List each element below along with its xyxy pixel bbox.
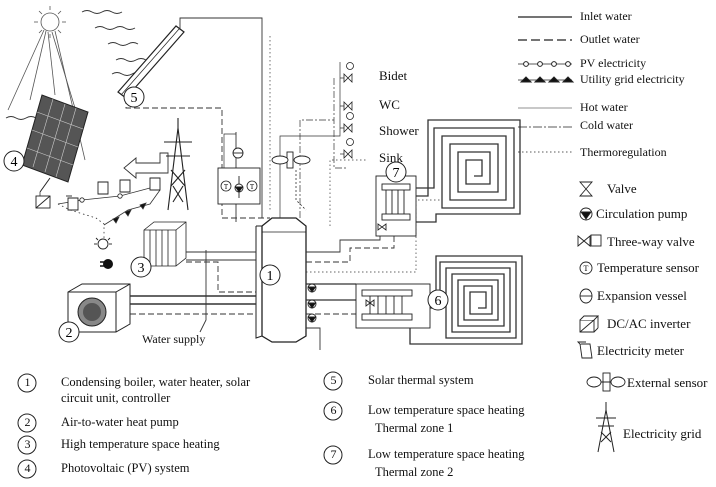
fixture-label-sink: Sink (379, 150, 403, 165)
condensing-boiler-unit (255, 217, 307, 343)
air-to-water-heat-pump (67, 283, 131, 333)
manifold-zone-2 (375, 175, 417, 237)
svg-text:T: T (250, 183, 255, 191)
expansion-vessel-icon (579, 288, 593, 304)
electricity-grid-tower (164, 118, 192, 211)
key-item-4: Photovoltaic (PV) system (61, 461, 190, 475)
solar-radiation (5, 10, 147, 120)
component-number-labels: 1 2 3 4 5 6 7 (11, 91, 442, 341)
electricity-grid-icon (596, 402, 616, 453)
svg-text:3: 3 (138, 261, 145, 276)
legend-outlet-water: Outlet water (580, 32, 640, 46)
legend-dc-ac-inverter: DC/AC inverter (607, 316, 691, 331)
svg-text:T: T (224, 183, 229, 191)
key-number-7: 7 (330, 447, 337, 461)
key-number-4: 4 (24, 461, 31, 475)
legend-temperature-sensor: Temperature sensor (597, 260, 699, 275)
temperature-sensors (220, 180, 258, 192)
fixture-valves (343, 62, 354, 159)
fixture-label-wc: WC (379, 97, 400, 112)
key-number-2: 2 (24, 415, 31, 429)
key-item-6-line1: Low temperature space heating (368, 403, 525, 417)
grid-electricity-wiring (103, 189, 161, 226)
key-item-6-line2: Thermal zone 1 (375, 421, 454, 435)
valve-icon (579, 181, 593, 197)
piping (125, 17, 440, 350)
solar-thermal-collector (117, 25, 185, 99)
dc-ac-inverter-icon (579, 315, 600, 333)
fixture-label-shower: Shower (379, 123, 419, 138)
legend-hot-water: Hot water (580, 100, 628, 114)
pv-panel (21, 94, 89, 193)
radiator (143, 221, 187, 267)
water-supply-label: Water supply (142, 332, 206, 346)
grid-export-arrow (123, 152, 169, 179)
legend-grid-electricity: Utility grid electricity (580, 72, 685, 86)
external-sensor-icon (586, 372, 626, 392)
legend-expansion-vessel: Expansion vessel (597, 288, 687, 303)
key-item-3: High temperature space heating (61, 437, 220, 451)
svg-text:7: 7 (393, 166, 400, 181)
key-number-3: 3 (24, 437, 31, 451)
key-item-1-line2: circuit unit, controller (61, 391, 171, 405)
key-number-markers (17, 371, 343, 479)
component-number-markers (3, 86, 449, 343)
light-bulb-icon (94, 237, 112, 250)
electricity-meter (66, 177, 161, 211)
underfloor-coil-zone-2 (416, 119, 521, 223)
legend-electricity-grid: Electricity grid (623, 426, 702, 441)
power-plug-icon (100, 259, 113, 269)
dc-ac-inverter (35, 195, 51, 209)
three-way-valve-icon (577, 234, 602, 247)
svg-text:2: 2 (66, 326, 73, 341)
fixture-label-bidet: Bidet (379, 68, 408, 83)
circulation-pump-icon (579, 207, 593, 221)
svg-text:4: 4 (11, 155, 18, 170)
legend-electricity-meter: Electricity meter (597, 343, 684, 358)
key-item-1-line1: Condensing boiler, water heater, solar (61, 375, 251, 389)
legend-pv-electricity: PV electricity (580, 56, 647, 70)
legend-three-way-valve: Three-way valve (607, 234, 695, 249)
key-item-7-line2: Thermal zone 2 (375, 465, 454, 479)
legend-circulation-pump: Circulation pump (596, 206, 688, 221)
svg-text:5: 5 (131, 91, 138, 106)
external-sensor (271, 151, 311, 169)
legend-external-sensor: External sensor (627, 375, 708, 390)
key-item-2: Air-to-water heat pump (61, 415, 179, 429)
legend-thermoregulation: Thermoregulation (580, 145, 667, 159)
legend-inlet-water: Inlet water (580, 9, 632, 23)
manifold-zone-1 (355, 283, 431, 329)
sun-icon (7, 6, 86, 161)
key-number-5: 5 (330, 373, 337, 387)
svg-text:1: 1 (267, 269, 274, 284)
legend-cold-water: Cold water (580, 118, 633, 132)
temperature-sensor-letters: T T (224, 183, 255, 191)
svg-text:6: 6 (435, 294, 442, 309)
key-item-7-line1: Low temperature space heating (368, 447, 525, 461)
temperature-sensor-icon (579, 261, 593, 275)
pv-electricity-wiring (39, 187, 151, 240)
key-item-5: Solar thermal system (368, 373, 474, 387)
temperature-sensor-icon-letter: T (584, 264, 589, 273)
key-number-1: 1 (24, 375, 31, 389)
legend-valve: Valve (607, 181, 637, 196)
electricity-meter-icon (576, 341, 593, 359)
legend-line-samples (518, 16, 575, 153)
key-number-6: 6 (330, 403, 337, 417)
